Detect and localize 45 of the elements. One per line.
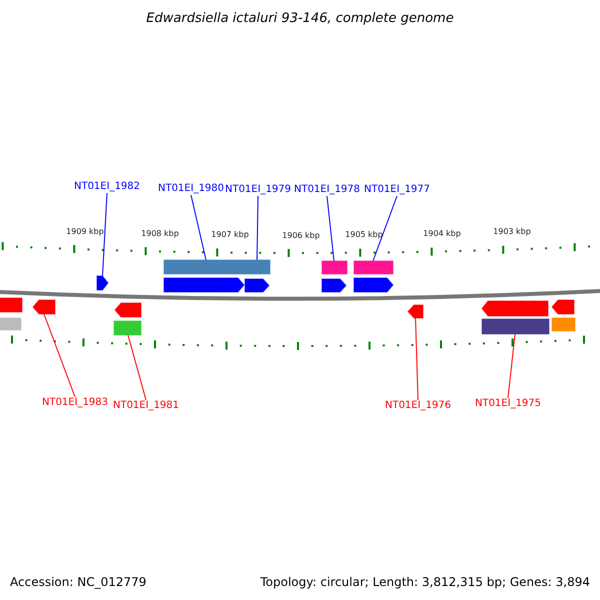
gene-feature [322, 278, 347, 292]
gene-feature [552, 318, 576, 332]
leader-line [128, 334, 146, 400]
accession-text: Accession: NC_012779 [10, 575, 146, 589]
leader-line [44, 314, 76, 398]
gene-label: NT01EI_1982 [74, 181, 140, 193]
gene-feature [481, 300, 548, 316]
gene-feature [164, 260, 270, 274]
scale-label: 1903 kbp [493, 226, 531, 238]
gene-feature [244, 278, 270, 292]
gene-label: NT01EI_1979 [224, 184, 292, 196]
gene-feature [354, 278, 394, 292]
title-text: Edwardsiella ictaluri 93-146, complete genome [145, 11, 455, 26]
gene-label: NT01EI_1975 [474, 398, 542, 410]
gene-feature [0, 318, 22, 330]
gene-label: NT01EI_1981 [112, 400, 180, 412]
scale-label: 1909 kbp [66, 226, 104, 238]
gene-feature [32, 300, 56, 314]
gene-label: NT01EI_1977 [364, 184, 430, 196]
leader-line [326, 196, 334, 262]
scale-label: 1905 kbp [345, 229, 383, 241]
leader-line [372, 196, 398, 262]
leader-line [508, 334, 516, 398]
scale-label: 1908 kbp [141, 228, 179, 240]
gene-feature [322, 260, 348, 274]
gene-feature [354, 260, 394, 274]
scale-label: 1904 kbp [423, 228, 461, 240]
gene-feature [114, 320, 142, 336]
scale-label: 1907 kbp [211, 229, 249, 241]
gene-feature [0, 298, 22, 312]
gene-label: NT01EI_1976 [384, 400, 452, 412]
gene-feature [482, 318, 550, 334]
leader-line [256, 196, 258, 260]
gene-feature [407, 304, 424, 318]
gene-label: NT01EI_1980 [158, 183, 224, 195]
gene-label: NT01EI_1983 [42, 397, 108, 409]
leader-line [102, 192, 108, 276]
genome-stats-text: Topology: circular; Length: 3,812,315 bp; Genes: 3,894 [260, 575, 590, 589]
scale-label: 1906 kbp [282, 230, 320, 242]
leader-line [415, 318, 418, 400]
gene-feature [96, 276, 109, 290]
leader-line [190, 194, 206, 260]
gene-feature [551, 300, 574, 314]
gene-feature [114, 302, 142, 318]
gene-label: NT01EI_1978 [294, 184, 360, 196]
